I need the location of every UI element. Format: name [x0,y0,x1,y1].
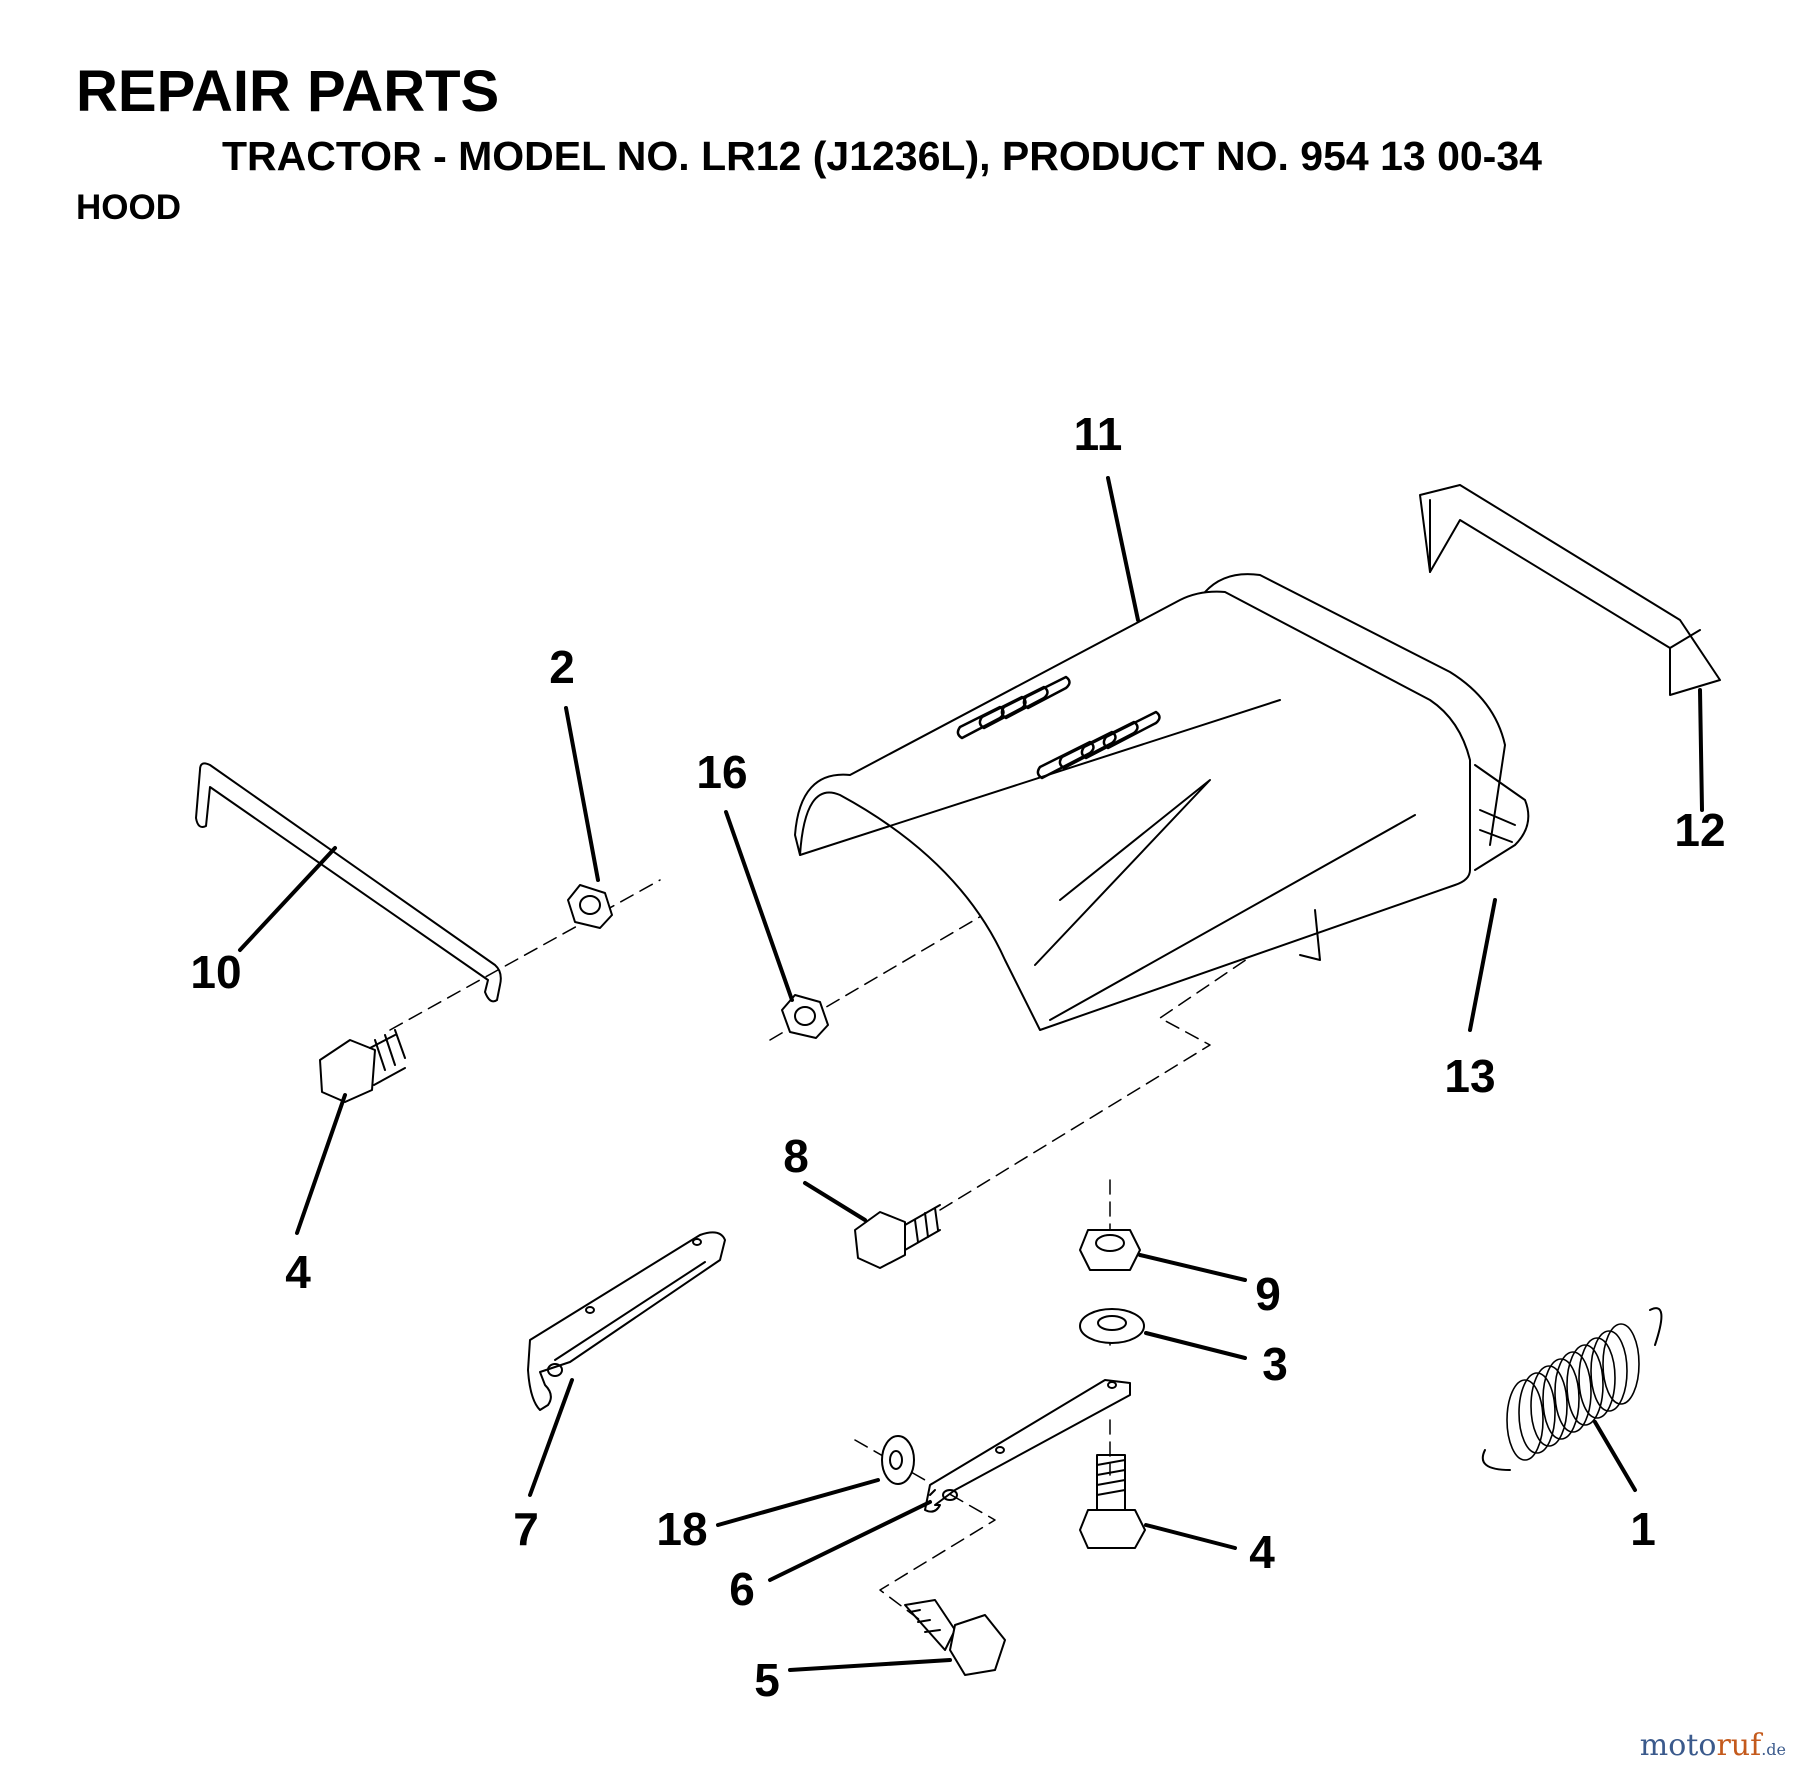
nut-part [781,994,829,1039]
callout-labels: 11 2 16 12 10 13 4 8 9 3 7 18 4 1 6 5 [190,408,1725,1706]
callout-9: 9 [1255,1268,1281,1320]
bolt-part [1079,1454,1146,1549]
bolt-part [854,1204,941,1269]
callout-4: 4 [285,1246,311,1298]
nut-part [1079,1229,1141,1271]
hood-part [794,573,1530,1031]
callout-3: 3 [1262,1338,1288,1390]
leader-lines [238,476,1704,1672]
callout-10: 10 [190,946,241,998]
grille-part [1419,484,1721,696]
hood-rod-part [195,762,502,1003]
washer-part [1079,1308,1145,1344]
callout-7: 7 [513,1503,539,1555]
callout-13: 13 [1444,1050,1495,1102]
bracket-part [527,1231,726,1411]
watermark-logo: motoruf.de [1639,1728,1786,1763]
spring-part [1481,1307,1663,1471]
strap-part [924,1379,1131,1513]
callout-6: 6 [729,1563,755,1615]
callout-4: 4 [1249,1526,1275,1578]
model-subtitle: TRACTOR - MODEL NO. LR12 (J1236L), PRODU… [222,133,1542,179]
callout-11: 11 [1074,408,1123,460]
bolt-part [904,1599,1006,1676]
callout-2: 2 [549,641,575,693]
callout-12: 12 [1674,804,1725,856]
callout-5: 5 [754,1654,780,1706]
callout-16: 16 [696,746,747,798]
section-label: HOOD [76,188,181,227]
nut-part [567,884,613,929]
callout-8: 8 [783,1130,809,1182]
callout-18: 18 [656,1503,707,1555]
page-title: REPAIR PARTS [76,59,500,124]
washer-part [881,1435,915,1485]
bolt-part [319,1029,406,1103]
callout-1: 1 [1630,1503,1656,1555]
